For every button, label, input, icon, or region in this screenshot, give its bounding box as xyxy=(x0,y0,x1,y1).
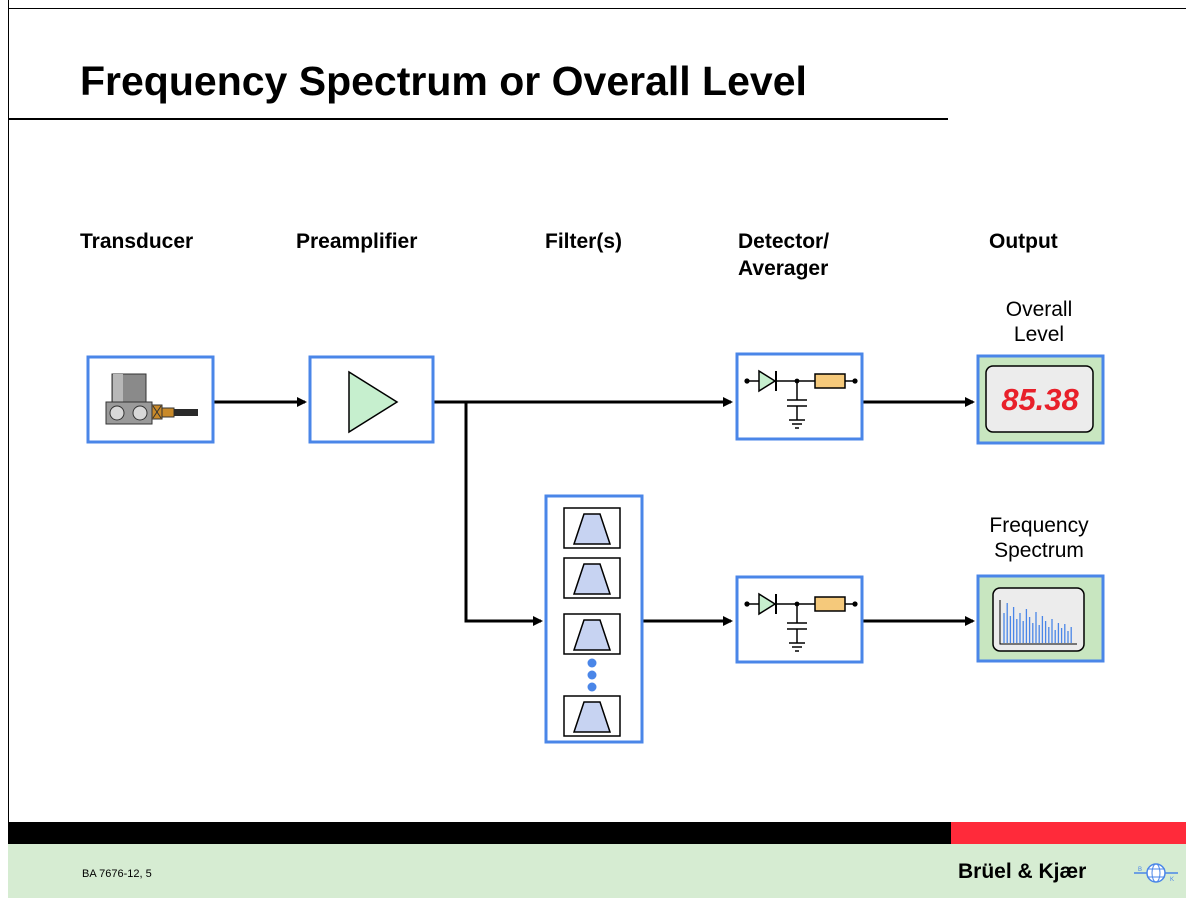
footer-band-red xyxy=(951,822,1186,844)
spectrum-display xyxy=(976,574,1105,663)
bandpass-filter-icon xyxy=(563,613,621,655)
overall-level-label-line1: Overall xyxy=(1005,298,1073,321)
column-header-detector: Detector/ Averager xyxy=(738,228,829,282)
amplifier-triangle-icon xyxy=(348,370,399,434)
column-header-filters: Filter(s) xyxy=(545,230,623,253)
bandpass-filter-icon xyxy=(563,507,621,549)
overall-level-label-line2: Level xyxy=(1013,323,1065,346)
spectrum-bars xyxy=(1003,603,1072,643)
filter-bank-block xyxy=(544,494,644,744)
transducer-block xyxy=(86,355,215,444)
ellipsis-dot xyxy=(587,670,597,680)
signal-connections xyxy=(213,397,975,626)
overall-level-display: 85.38 xyxy=(976,354,1105,445)
column-header-transducer: Transducer xyxy=(80,230,194,253)
title-underline xyxy=(8,118,948,120)
column-header-detector-line2: Averager xyxy=(738,257,829,280)
ellipsis-dot xyxy=(587,682,597,692)
footer xyxy=(8,844,1186,898)
svg-text:K: K xyxy=(1170,877,1174,883)
ellipsis-dot xyxy=(587,658,597,668)
slide-title: Frequency Spectrum or Overall Level xyxy=(80,58,807,104)
frequency-spectrum-label-line1: Frequency xyxy=(989,514,1089,537)
column-header-detector-line1: Detector/ xyxy=(738,230,830,253)
globe-logo-icon: B K xyxy=(1134,863,1178,883)
column-header-output: Output xyxy=(989,230,1058,253)
display-value: 85.38 xyxy=(1001,382,1079,417)
bandpass-filter-icon xyxy=(563,557,621,599)
detector-block-top xyxy=(735,352,864,441)
frequency-spectrum-label-line2: Spectrum xyxy=(994,539,1084,562)
svg-text:B: B xyxy=(1138,867,1142,873)
preamplifier-block xyxy=(308,355,435,444)
detector-block-bottom xyxy=(735,575,864,664)
footer-band-black xyxy=(8,822,951,844)
bandpass-filter-icon xyxy=(563,695,621,737)
footer-code: BA 7676-12, 5 xyxy=(82,868,152,880)
column-header-preamplifier: Preamplifier xyxy=(296,230,418,253)
spectrum-display-icon xyxy=(992,587,1085,652)
slide-frame-top xyxy=(8,8,1186,9)
accelerometer-icon xyxy=(105,373,198,425)
wire-preamp-to-filters xyxy=(464,402,543,626)
digital-display-icon: 85.38 xyxy=(985,365,1094,433)
slide-frame-left xyxy=(8,0,9,898)
frequency-spectrum-label: Frequency Spectrum xyxy=(969,513,1109,563)
overall-level-label: Overall Level xyxy=(969,297,1109,347)
brand-name: Brüel & Kjær xyxy=(958,860,1087,883)
